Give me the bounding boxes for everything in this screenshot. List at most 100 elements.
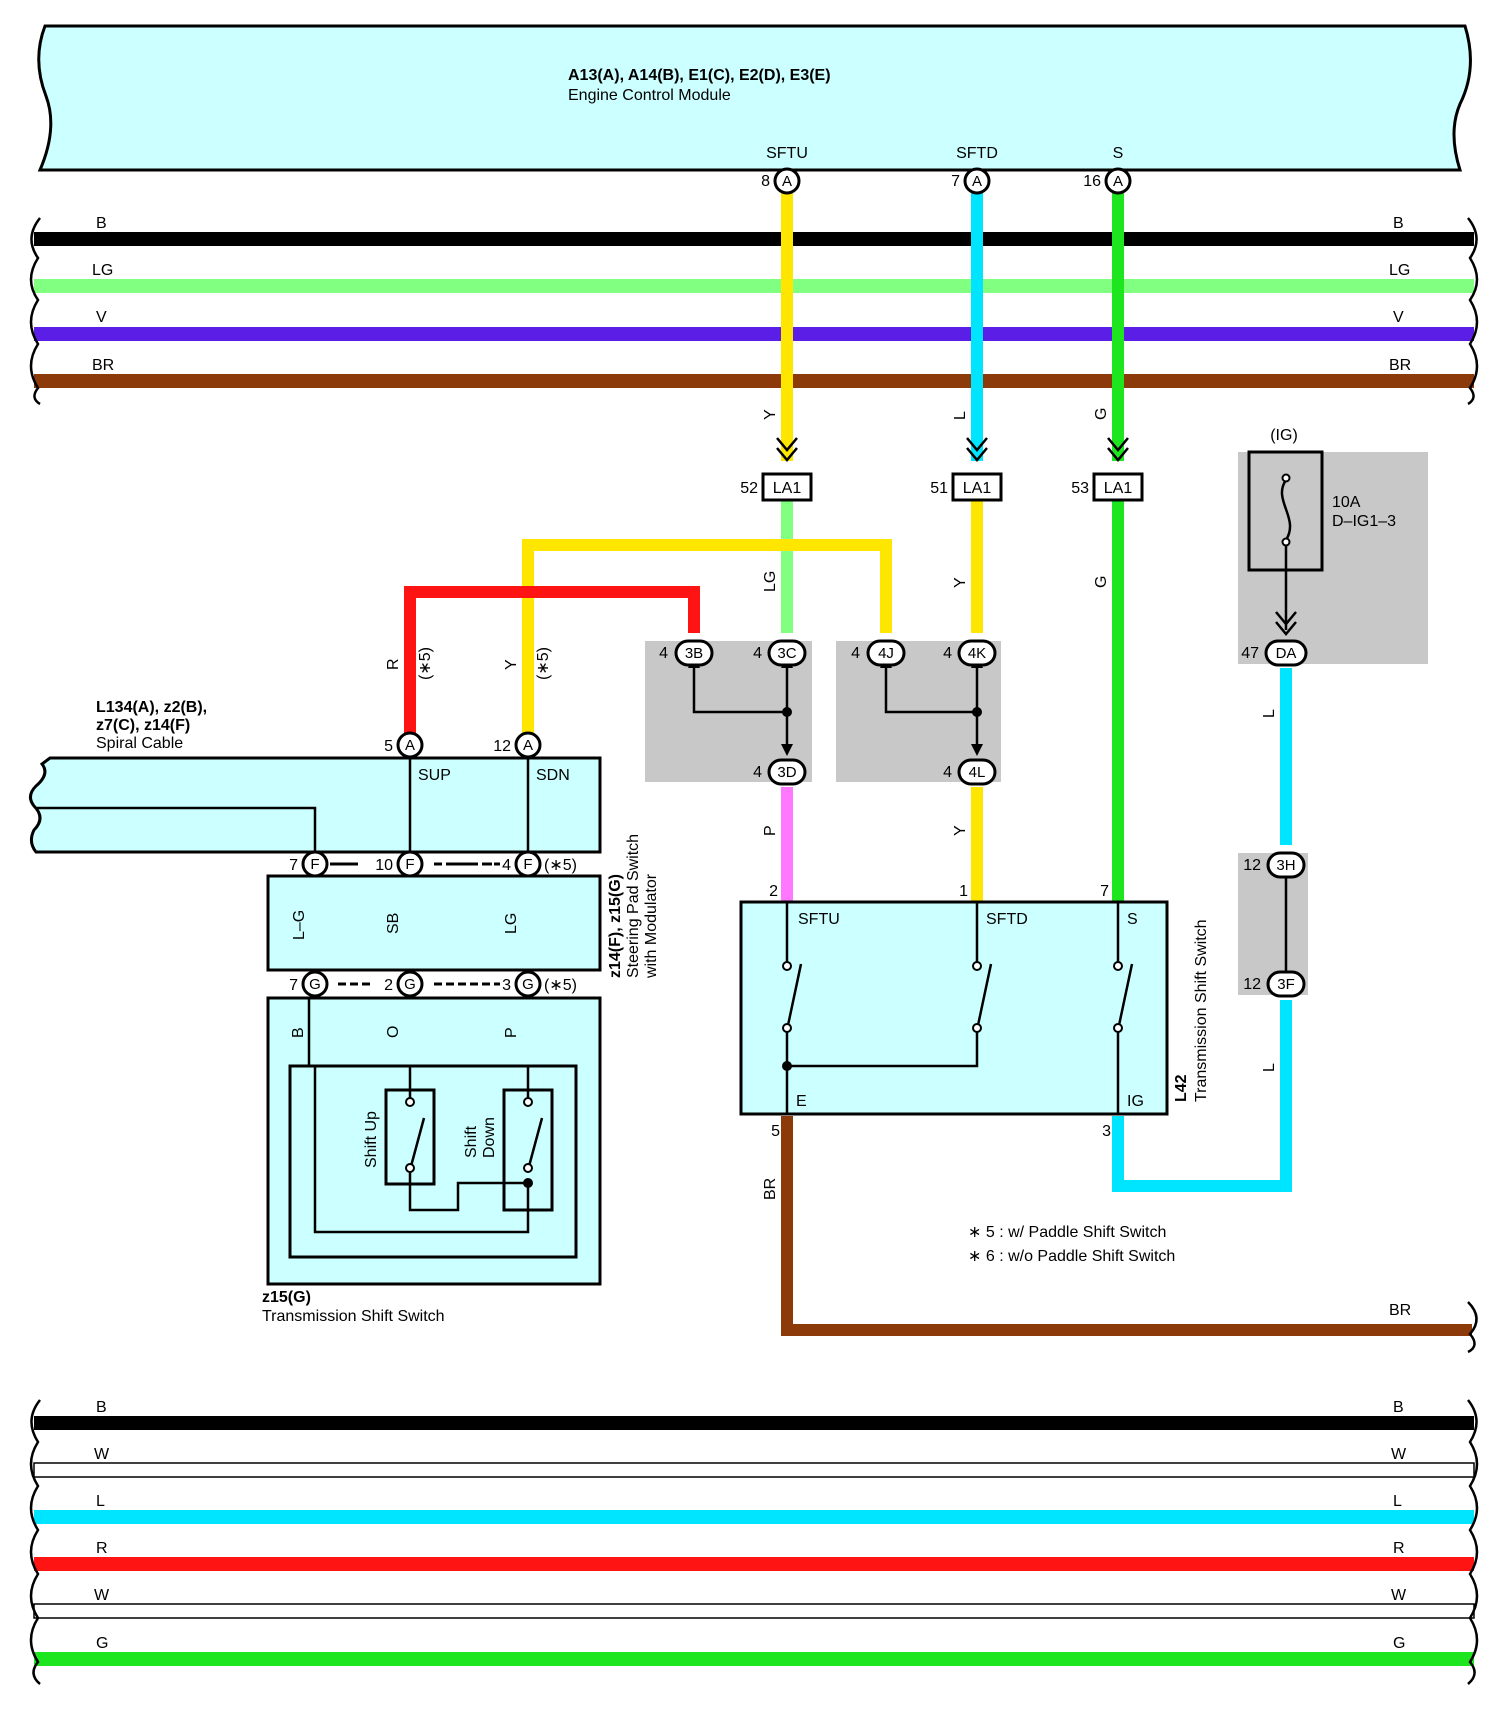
junction-da: DA bbox=[1276, 645, 1297, 662]
ecm-terminal-sftu: SFTU bbox=[766, 145, 808, 162]
br-bus-break bbox=[1467, 1301, 1478, 1354]
z15-wire-b: B bbox=[290, 1027, 307, 1038]
ecm-terminal-s: S bbox=[1113, 145, 1124, 162]
junction-4l: 4L bbox=[969, 764, 986, 781]
wires bbox=[309, 190, 1472, 1336]
bbus-label-right-5: W bbox=[1391, 1587, 1407, 1604]
wire-p-sftu bbox=[781, 787, 793, 904]
steering-pad-switch: L–G SB LG z14(F), z15(G) Steering Pad Sw… bbox=[266, 834, 660, 998]
spiral-codes-2: z7(C), z14(F) bbox=[96, 717, 190, 734]
wire-labels: Y L G LG Y G R (∗5) Y (∗5) P Y L L BR BR bbox=[385, 408, 1411, 1319]
label-g-mid: G bbox=[1093, 576, 1110, 588]
bbus-label-right-3: L bbox=[1393, 1493, 1402, 1510]
note-2: ∗ 6 : w/o Paddle Shift Switch bbox=[968, 1248, 1175, 1265]
junction-3b: 3B bbox=[685, 645, 703, 662]
l42-pin-sftd: 1 bbox=[959, 883, 968, 900]
wire-y-sftu bbox=[781, 190, 793, 461]
label-l-upper: L bbox=[952, 411, 969, 420]
pad-g-star5: (∗5) bbox=[544, 977, 577, 994]
label-y-low: Y bbox=[952, 825, 969, 836]
spiral-pin-sdn: 12 bbox=[493, 738, 511, 755]
junction-4l-pin: 4 bbox=[943, 764, 952, 781]
l42-pin-sftu: 2 bbox=[769, 883, 778, 900]
bus-label-left-3: V bbox=[96, 309, 107, 326]
spiral-conn-sdn: A bbox=[523, 737, 533, 754]
pad-g-pin-1: 7 bbox=[289, 977, 298, 994]
z15-shift-down-2: Down bbox=[481, 1117, 498, 1158]
junction-4k: 4K bbox=[968, 645, 986, 662]
bus-wire-v bbox=[34, 327, 1474, 341]
ecm-name: Engine Control Module bbox=[568, 87, 731, 104]
z15-transmission-shift-switch: B O P Shift Up Shift Down z15(G) Transmi… bbox=[262, 996, 602, 1325]
pad-g-conn-1: G bbox=[309, 976, 321, 993]
pad-f-conn-1: F bbox=[310, 856, 319, 873]
pad-g-conn-2: G bbox=[404, 976, 416, 993]
engine-control-module: A13(A), A14(B), E1(C), E2(D), E3(E) Engi… bbox=[37, 24, 1472, 172]
label-star5-y: (∗5) bbox=[535, 647, 552, 680]
z15-name: Transmission Shift Switch bbox=[262, 1308, 445, 1325]
la1-pin-3: 53 bbox=[1071, 480, 1089, 497]
ecm-pin-conn-1: A bbox=[782, 173, 792, 190]
wire-g-l42 bbox=[1112, 500, 1124, 904]
la1-pin-1: 52 bbox=[740, 480, 758, 497]
wire-l-ig bbox=[1112, 1000, 1292, 1192]
bbus-label-left-5: W bbox=[94, 1587, 110, 1604]
junction-3c: 3C bbox=[777, 645, 796, 662]
junction-3b-pin: 4 bbox=[659, 645, 668, 662]
bbus-label-left-1: B bbox=[96, 1399, 107, 1416]
z15-wire-p: P bbox=[503, 1027, 520, 1038]
label-l-low: L bbox=[1261, 1063, 1278, 1072]
ecm-pin-num-1: 8 bbox=[761, 173, 770, 190]
spiral-conn-sup: A bbox=[405, 737, 415, 754]
junction-3f: 3F bbox=[1277, 976, 1295, 993]
spiral-name: Spiral Cable bbox=[96, 735, 183, 752]
wire-g-s bbox=[1112, 190, 1124, 461]
junction-3d-pin: 4 bbox=[753, 764, 762, 781]
la1-name-1: LA1 bbox=[773, 480, 802, 497]
bus-label-left-4: BR bbox=[92, 357, 114, 374]
note-1: ∗ 5 : w/ Paddle Shift Switch bbox=[968, 1224, 1166, 1241]
bbus-wire-r bbox=[34, 1557, 1474, 1571]
junction-4k-pin: 4 bbox=[943, 645, 952, 662]
bus-label-right-4: BR bbox=[1389, 357, 1411, 374]
z15-wire-o: O bbox=[385, 1026, 402, 1038]
label-lg-mid: LG bbox=[762, 571, 779, 592]
label-y-upper: Y bbox=[762, 409, 779, 420]
la1-name-3: LA1 bbox=[1104, 480, 1133, 497]
ecm-pin-conn-2: A bbox=[972, 173, 982, 190]
label-l-fuse: L bbox=[1261, 709, 1278, 718]
spiral-pin-sup: 5 bbox=[384, 738, 393, 755]
label-y-mid: Y bbox=[952, 577, 969, 588]
junction-pills: 3B 4 3C 4 3D 4 4J 4 4K 4 4L 4 DA 47 3H 1… bbox=[659, 639, 1308, 998]
label-star5-r: (∗5) bbox=[417, 647, 434, 680]
l42-terminal-ig: IG bbox=[1127, 1093, 1144, 1110]
l42-pin-e: 5 bbox=[771, 1123, 780, 1140]
wire-l-sftd bbox=[971, 190, 983, 461]
bus-label-left-1: B bbox=[96, 215, 107, 232]
ecm-codes: A13(A), A14(B), E1(C), E2(D), E3(E) bbox=[568, 67, 831, 84]
pad-f-pin-1: 7 bbox=[289, 857, 298, 874]
pad-f-conn-2: F bbox=[405, 856, 414, 873]
bbus-label-left-3: L bbox=[96, 1493, 105, 1510]
bbus-wire-g bbox=[34, 1652, 1474, 1666]
ecm-pin-num-2: 7 bbox=[951, 173, 960, 190]
wire-y-4k bbox=[971, 500, 983, 633]
ecm-pins: A 8 A 7 A 16 bbox=[761, 167, 1132, 195]
bus-label-left-2: LG bbox=[92, 262, 113, 279]
ecm-terminal-sftd: SFTD bbox=[956, 145, 998, 162]
l42-terminal-e: E bbox=[796, 1093, 807, 1110]
bbus-wire-w2 bbox=[33, 1603, 1475, 1619]
junction-da-pin: 47 bbox=[1241, 645, 1259, 662]
bus-label-right-2: LG bbox=[1389, 262, 1410, 279]
junction-3h-pin: 12 bbox=[1243, 857, 1261, 874]
junction-3h: 3H bbox=[1276, 857, 1295, 874]
pad-g-pin-2: 2 bbox=[384, 977, 393, 994]
label-br-bus: BR bbox=[1389, 1302, 1411, 1319]
fuse-icon bbox=[1280, 479, 1292, 541]
l42-terminal-sftu: SFTU bbox=[798, 911, 840, 928]
fuse-d-ig1-3: (IG) 10A D–IG1–3 bbox=[1247, 427, 1396, 636]
wire-l-da-3h bbox=[1280, 668, 1292, 845]
fuse-ig-label: (IG) bbox=[1270, 427, 1298, 444]
fuse-amp: 10A bbox=[1332, 494, 1361, 511]
label-g-upper: G bbox=[1093, 408, 1110, 420]
